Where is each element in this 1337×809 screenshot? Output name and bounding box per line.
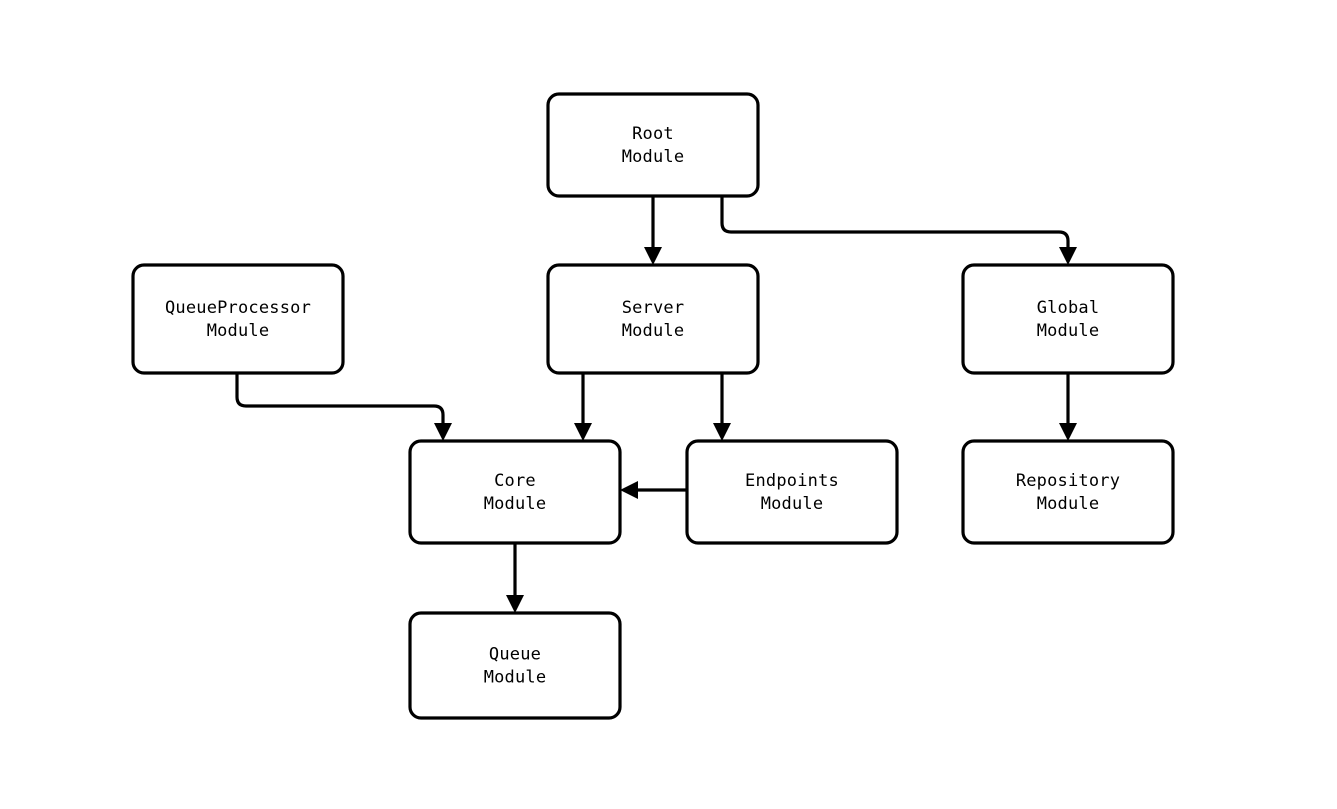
- edge-server-to-endpoints: [713, 373, 731, 441]
- edge-core-to-queue-arrowhead-icon: [506, 595, 524, 613]
- repository-module-node-box[interactable]: [961, 439, 1175, 545]
- edge-queueprocessor-to-core: [235, 373, 452, 441]
- edge-root-to-global: [720, 196, 1077, 265]
- edges-layer: [235, 196, 1077, 613]
- edge-core-to-queue: [506, 543, 524, 613]
- queue-module-node-label-line1: Queue: [489, 645, 541, 665]
- root-module-node-box[interactable]: [546, 92, 760, 198]
- core-module-node-box[interactable]: [408, 439, 622, 545]
- queueprocessor-module-node-label-line1: QueueProcessor: [165, 298, 311, 318]
- queue-module-node-box[interactable]: [408, 611, 622, 720]
- edge-global-to-repository: [1059, 373, 1077, 441]
- server-module-node-box[interactable]: [546, 263, 760, 375]
- repository-module-node-label-line1: Repository: [1016, 471, 1120, 491]
- edge-endpoints-to-core-arrowhead-icon: [620, 481, 638, 499]
- edge-global-to-repository-arrowhead-icon: [1059, 423, 1077, 441]
- core-module-node-label-line1: Core: [494, 471, 536, 491]
- edge-root-to-server-arrowhead-icon: [644, 247, 662, 265]
- root-module-node-label-line2: Module: [622, 147, 685, 167]
- global-module-node-label-line1: Global: [1037, 298, 1100, 318]
- endpoints-module-node-box[interactable]: [685, 439, 899, 545]
- endpoints-module-node-label-line1: Endpoints: [745, 471, 839, 491]
- root-module-node-label-line1: Root: [632, 124, 674, 144]
- queueprocessor-module-node-label-line2: Module: [207, 321, 270, 341]
- queueprocessor-module-node-box[interactable]: [131, 263, 345, 375]
- edge-queueprocessor-to-core-arrowhead-icon: [434, 423, 452, 441]
- queue-module-node-label-line2: Module: [484, 668, 547, 688]
- edge-server-to-core-arrowhead-icon: [574, 423, 592, 441]
- global-module-node-box[interactable]: [961, 263, 1175, 375]
- edge-root-to-global-arrowhead-icon: [1059, 247, 1077, 265]
- repository-module-node-label-line2: Module: [1037, 494, 1100, 514]
- edge-root-to-global-line: [720, 196, 1070, 247]
- core-module-node-label-line2: Module: [484, 494, 547, 514]
- server-module-node-label-line1: Server: [622, 298, 685, 318]
- edge-server-to-core: [574, 373, 592, 441]
- edge-queueprocessor-to-core-line: [235, 373, 445, 423]
- global-module-node-label-line2: Module: [1037, 321, 1100, 341]
- endpoints-module-node-label-line2: Module: [761, 494, 824, 514]
- edge-root-to-server: [644, 196, 662, 265]
- edge-endpoints-to-core: [620, 481, 687, 499]
- nodes-layer: RootModuleQueueProcessorModuleServerModu…: [131, 92, 1175, 720]
- edge-server-to-endpoints-arrowhead-icon: [713, 423, 731, 441]
- server-module-node-label-line2: Module: [622, 321, 685, 341]
